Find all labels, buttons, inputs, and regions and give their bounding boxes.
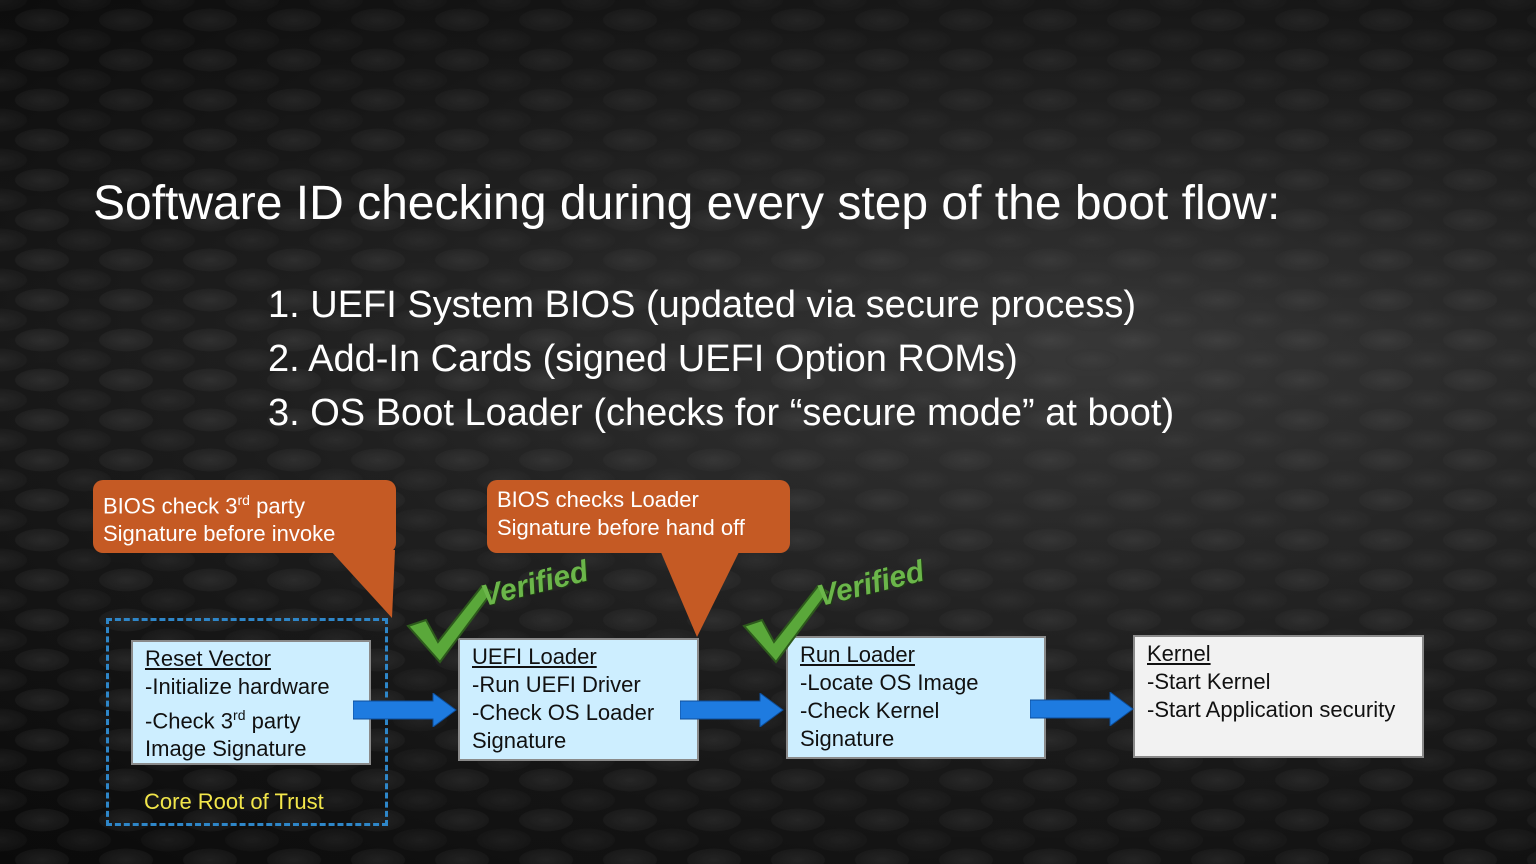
step-item: 2. Add-In Cards (signed UEFI Option ROMs… <box>268 338 1018 380</box>
step-item: 3. OS Boot Loader (checks for “secure mo… <box>268 392 1175 434</box>
stage-run-loader: Run Loader -Locate OS Image -Check Kerne… <box>786 636 1046 759</box>
checkmark-icon <box>406 584 494 664</box>
stage-kernel: Kernel -Start Kernel -Start Application … <box>1133 635 1424 758</box>
stage-heading: Kernel <box>1147 641 1211 666</box>
stage-text: -Check 3 <box>145 708 234 734</box>
slide-title: Software ID checking during every step o… <box>93 177 1281 230</box>
callout-text: Signature before hand off <box>497 515 745 540</box>
stage-line: -Check Kernel <box>800 698 940 723</box>
stage-line: Signature <box>800 726 895 751</box>
stage-heading: UEFI Loader <box>472 644 597 669</box>
callout-text: BIOS check 3 <box>103 493 238 519</box>
callout-text: BIOS checks Loader <box>497 487 699 512</box>
callout-2-tail <box>660 550 740 637</box>
stage-line: -Initialize hardware <box>145 674 330 699</box>
callout-superscript: rd <box>237 492 250 508</box>
stage-heading: Run Loader <box>800 642 915 667</box>
core-root-of-trust-label: Core Root of Trust <box>144 789 324 814</box>
core-root-of-trust-box <box>106 618 388 826</box>
stage-heading: Reset Vector <box>145 646 271 671</box>
right-arrow-icon <box>1030 692 1134 726</box>
step-list: 1. UEFI System BIOS (updated via secure … <box>268 278 1174 440</box>
stage-line: -Run UEFI Driver <box>472 672 641 697</box>
callout-bios-checks-loader: BIOS checks Loader Signature before hand… <box>487 480 790 553</box>
stage-reset-vector: Reset Vector -Initialize hardware -Check… <box>131 640 371 765</box>
stage-superscript: rd <box>233 707 246 723</box>
stage-uefi-loader: UEFI Loader -Run UEFI Driver -Check OS L… <box>458 638 699 761</box>
right-arrow-icon <box>680 693 784 727</box>
stage-line: -Start Kernel <box>1147 669 1271 694</box>
step-item: 1. UEFI System BIOS (updated via secure … <box>268 284 1137 326</box>
callout-bios-check-3rd-party: BIOS check 3rd party Signature before in… <box>93 480 396 553</box>
stage-line: -Locate OS Image <box>800 670 979 695</box>
callout-1-tail <box>330 550 395 618</box>
callout-text: party <box>249 493 305 519</box>
checkmark-icon <box>742 584 830 664</box>
stage-line: Image Signature <box>145 736 307 762</box>
stage-line: -Start Application security <box>1147 697 1396 722</box>
stage-line: Signature <box>472 728 567 753</box>
callout-text: Signature before invoke <box>103 521 336 547</box>
stage-line: -Check 3rd party <box>145 701 357 735</box>
stage-line: -Check OS Loader <box>472 700 655 725</box>
stage-text: party <box>245 708 301 734</box>
right-arrow-icon <box>353 693 457 727</box>
